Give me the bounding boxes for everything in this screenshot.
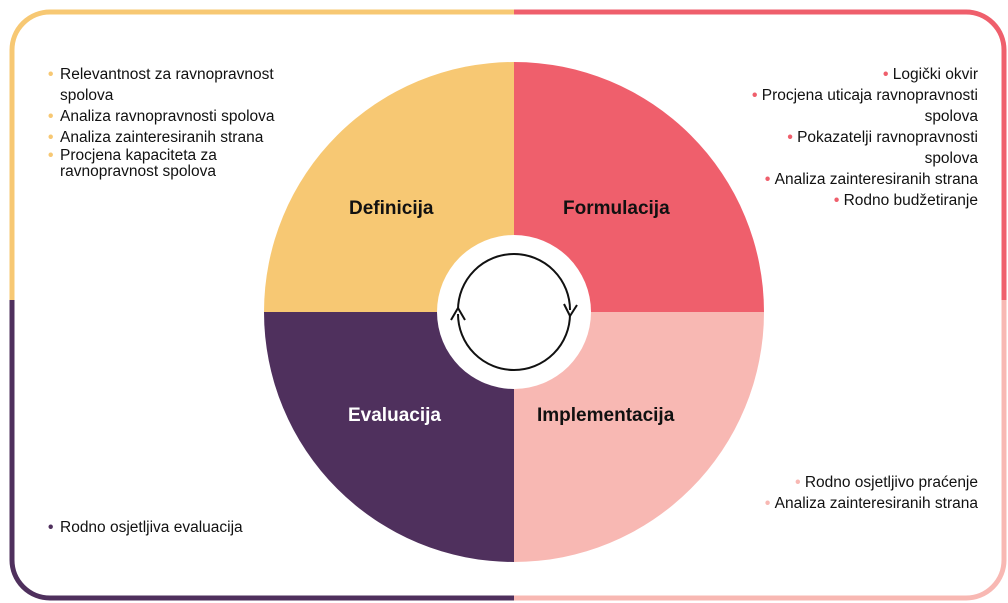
implementacija-list: • Rodno osjetljivo praćenje • Analiza za… bbox=[760, 472, 978, 514]
center-ring bbox=[437, 235, 591, 389]
list-item: •Relevantnost za ravnopravnost spolova bbox=[48, 66, 274, 104]
definicija-list: •Relevantnost za ravnopravnost spolova •… bbox=[48, 64, 288, 180]
list-item: •Procjena kapaciteta za ravnopravnost sp… bbox=[48, 147, 217, 180]
list-item: • Rodno budžetiranje bbox=[833, 192, 978, 209]
cycle-arrows-icon bbox=[450, 253, 578, 371]
quadrant-label-evaluacija: Evaluacija bbox=[348, 405, 441, 426]
formulacija-list: • Logički okvir • Procjena uticaja ravno… bbox=[748, 64, 978, 211]
frame-top-left bbox=[9, 9, 514, 300]
quadrant-definicija bbox=[264, 62, 514, 312]
quadrant-evaluacija bbox=[264, 312, 514, 562]
quadrant-formulacija bbox=[514, 62, 764, 312]
list-item: • Procjena uticaja ravnopravnosti spolov… bbox=[752, 87, 978, 125]
quadrant-implementacija bbox=[514, 312, 764, 562]
frame-top-right bbox=[514, 9, 1007, 300]
quadrant-label-formulacija: Formulacija bbox=[563, 198, 670, 219]
list-item: •Analiza zainteresiranih strana bbox=[48, 129, 264, 146]
frame-bottom-right bbox=[514, 300, 1007, 601]
frame-bottom-left bbox=[9, 300, 514, 601]
list-item: •Rodno osjetljiva evaluacija bbox=[48, 519, 243, 536]
list-item: • Analiza zainteresiranih strana bbox=[764, 495, 978, 512]
list-item: • Logički okvir bbox=[882, 66, 978, 83]
list-item: • Analiza zainteresiranih strana bbox=[764, 171, 978, 188]
quadrant-label-definicija: Definicija bbox=[349, 198, 434, 219]
list-item: •Analiza ravnopravnosti spolova bbox=[48, 108, 275, 125]
evaluacija-list: •Rodno osjetljiva evaluacija bbox=[48, 517, 248, 538]
quadrant-label-implementacija: Implementacija bbox=[537, 405, 675, 426]
list-item: • Pokazatelji ravnopravnosti spolova bbox=[787, 129, 978, 167]
list-item: • Rodno osjetljivo praćenje bbox=[795, 474, 978, 491]
